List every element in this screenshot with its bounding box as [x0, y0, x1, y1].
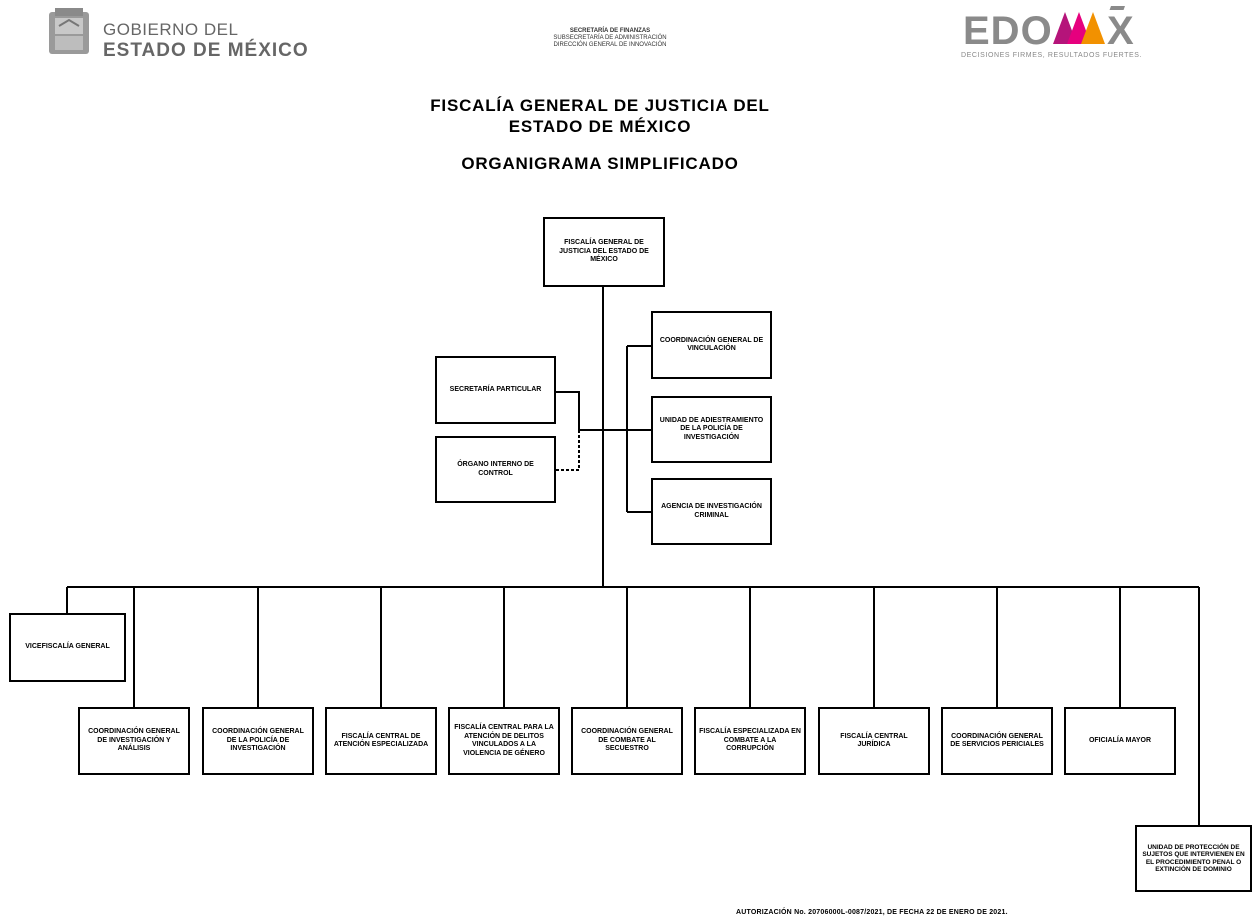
org-box-bottom-1: COORDINACIÓN GENERAL DE INVESTIGACIÓN Y … — [78, 707, 190, 775]
org-box-label: FISCALÍA CENTRAL DE ATENCIÓN ESPECIALIZA… — [333, 732, 429, 749]
org-box-coordinacion-vinculacion: COORDINACIÓN GENERAL DE VINCULACIÓN — [651, 311, 772, 379]
org-box-bottom-6: FISCALÍA ESPECIALIZADA EN COMBATE A LA C… — [694, 707, 806, 775]
edomex-wordmark-icon: EDO X — [963, 6, 1134, 50]
org-box-label: ÓRGANO INTERNO DE CONTROL — [457, 461, 534, 477]
svg-text:X: X — [1107, 9, 1134, 50]
org-box-label: COORDINACIÓN GENERAL DE LA POLICÍA DE IN… — [212, 728, 304, 753]
page-title-line2: ESTADO DE MÉXICO — [508, 117, 692, 136]
org-box-bottom-8: COORDINACIÓN GENERAL DE SERVICIOS PERICI… — [941, 707, 1053, 775]
issuing-office-line3: DIRECCIÓN GENERAL DE INNOVACIÓN — [553, 42, 667, 48]
edomex-tagline: DECISIONES FIRMES, RESULTADOS FUERTES. — [961, 52, 1143, 59]
issuing-office-line2: SUBSECRETARÍA DE ADMINISTRACIÓN — [553, 35, 667, 41]
org-box-label: FISCALÍA CENTRAL JURÍDICA — [840, 732, 908, 749]
org-box-root-label: FISCALÍA GENERAL DE JUSTICIA DEL ESTADO … — [559, 239, 649, 264]
authorization-footer: AUTORIZACIÓN No. 20706000L-0087/2021, DE… — [736, 909, 1008, 916]
government-name-line2: ESTADO DE MÉXICO — [103, 40, 309, 61]
org-box-agencia-investigacion: AGENCIA DE INVESTIGACIÓN CRIMINAL — [651, 478, 772, 545]
org-box-label: COORDINACIÓN GENERAL DE INVESTIGACIÓN Y … — [88, 728, 180, 753]
org-box-label: FISCALÍA CENTRAL PARA LA ATENCIÓN DE DEL… — [454, 724, 554, 757]
org-box-label: AGENCIA DE INVESTIGACIÓN CRIMINAL — [661, 503, 762, 519]
org-box-label: SECRETARÍA PARTICULAR — [449, 385, 542, 393]
org-box-label: VICEFISCALÍA GENERAL — [25, 643, 110, 651]
org-box-bottom-2: COORDINACIÓN GENERAL DE LA POLICÍA DE IN… — [202, 707, 314, 775]
page-subtitle: ORGANIGRAMA SIMPLIFICADO — [461, 154, 739, 173]
org-box-root: FISCALÍA GENERAL DE JUSTICIA DEL ESTADO … — [543, 217, 665, 287]
page-title-line1: FISCALÍA GENERAL DE JUSTICIA DEL — [430, 96, 770, 115]
oic-dashed-connector — [555, 430, 580, 471]
org-box-label: OFICIALÍA MAYOR — [1088, 736, 1152, 744]
edomex-logo: EDO X DECISIONES FIRMES, RESULTADOS FUER… — [955, 6, 1195, 62]
svg-text:EDO: EDO — [963, 9, 1053, 50]
org-box-bottom-4: FISCALÍA CENTRAL PARA LA ATENCIÓN DE DEL… — [448, 707, 560, 775]
org-box-label: COORDINACIÓN GENERAL DE SERVICIOS PERICI… — [950, 732, 1044, 749]
org-box-label: FISCALÍA ESPECIALIZADA EN COMBATE A LA C… — [699, 728, 801, 753]
org-box-unidad-adiestramiento: UNIDAD DE ADIESTRAMIENTO DE LA POLICÍA D… — [651, 396, 772, 463]
org-box-vicefiscalia: VICEFISCALÍA GENERAL — [9, 613, 126, 682]
org-box-organo-interno: ÓRGANO INTERNO DE CONTROL — [435, 436, 556, 503]
org-box-bottom-5: COORDINACIÓN GENERAL DE COMBATE AL SECUE… — [571, 707, 683, 775]
org-box-bottom-7: FISCALÍA CENTRAL JURÍDICA — [818, 707, 930, 775]
secretaria-connector — [555, 391, 580, 430]
government-logo: GOBIERNO DEL ESTADO DE MÉXICO — [47, 6, 308, 62]
org-box-unidad-proteccion: UNIDAD DE PROTECCIÓN DE SUJETOS QUE INTE… — [1135, 825, 1252, 892]
government-name-line1: GOBIERNO DEL — [103, 20, 239, 39]
issuing-office-line1: SECRETARÍA DE FINANZAS — [569, 28, 651, 34]
issuing-office: SECRETARÍA DE FINANZAS SUBSECRETARÍA DE … — [500, 28, 720, 49]
state-seal-icon — [49, 8, 89, 54]
org-box-bottom-3: FISCALÍA CENTRAL DE ATENCIÓN ESPECIALIZA… — [325, 707, 437, 775]
org-box-bottom-9: OFICIALÍA MAYOR — [1064, 707, 1176, 775]
org-box-secretaria-particular: SECRETARÍA PARTICULAR — [435, 356, 556, 424]
org-box-label: COORDINACIÓN GENERAL DE COMBATE AL SECUE… — [581, 728, 673, 753]
org-box-label: COORDINACIÓN GENERAL DE VINCULACIÓN — [659, 336, 764, 353]
org-box-label: UNIDAD DE PROTECCIÓN DE SUJETOS QUE INTE… — [1142, 843, 1245, 874]
org-box-label: UNIDAD DE ADIESTRAMIENTO DE LA POLICÍA D… — [659, 416, 764, 441]
